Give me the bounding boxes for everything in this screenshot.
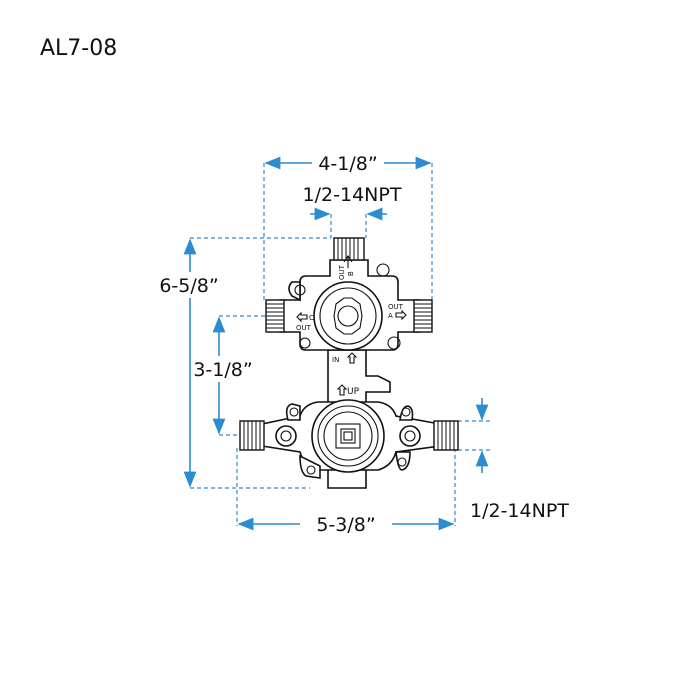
out-c-label: OUT bbox=[296, 324, 312, 332]
right-lower-thread-nipple bbox=[433, 420, 459, 451]
arrow-up-b-icon bbox=[343, 255, 353, 268]
mid-height-label: 3-1/8” bbox=[193, 359, 252, 381]
out-a-label: OUT bbox=[388, 303, 404, 311]
out-b-label: OUT bbox=[338, 264, 346, 280]
c-label: C bbox=[309, 314, 314, 322]
top-port-label: 1/2-14NPT bbox=[303, 184, 402, 206]
valve-body: OUT B C OUT OUT A IN UP bbox=[239, 237, 459, 489]
b-label: B bbox=[347, 271, 355, 276]
arrow-right-a-icon bbox=[395, 309, 407, 321]
left-upper-thread-nipple bbox=[265, 299, 285, 333]
up-label: UP bbox=[347, 387, 360, 397]
arrow-up-in-icon bbox=[346, 352, 358, 364]
dimension-total-height: 6-5/8” bbox=[159, 237, 331, 489]
bottom-width-label: 5-3/8” bbox=[316, 514, 375, 536]
in-label: IN bbox=[332, 356, 339, 364]
side-port-label: 1/2-14NPT bbox=[470, 500, 569, 522]
right-upper-thread-nipple bbox=[413, 299, 433, 333]
dimension-top-width: 4-1/8” bbox=[263, 153, 433, 300]
dimension-bottom-width: 5-3/8” bbox=[236, 448, 456, 536]
arrow-up-icon bbox=[336, 384, 348, 396]
arrow-left-c-icon bbox=[296, 311, 308, 323]
model-number: AL7-08 bbox=[40, 36, 118, 61]
top-thread-nipple bbox=[333, 237, 365, 261]
top-width-label: 4-1/8” bbox=[318, 153, 377, 175]
total-height-label: 6-5/8” bbox=[159, 275, 218, 297]
dimension-mid-height: 3-1/8” bbox=[193, 315, 290, 436]
dimension-side-port: 1/2-14NPT bbox=[458, 398, 569, 522]
dimension-top-port: 1/2-14NPT bbox=[303, 184, 402, 238]
a-label: A bbox=[388, 312, 393, 320]
left-lower-thread-nipple bbox=[239, 420, 265, 451]
